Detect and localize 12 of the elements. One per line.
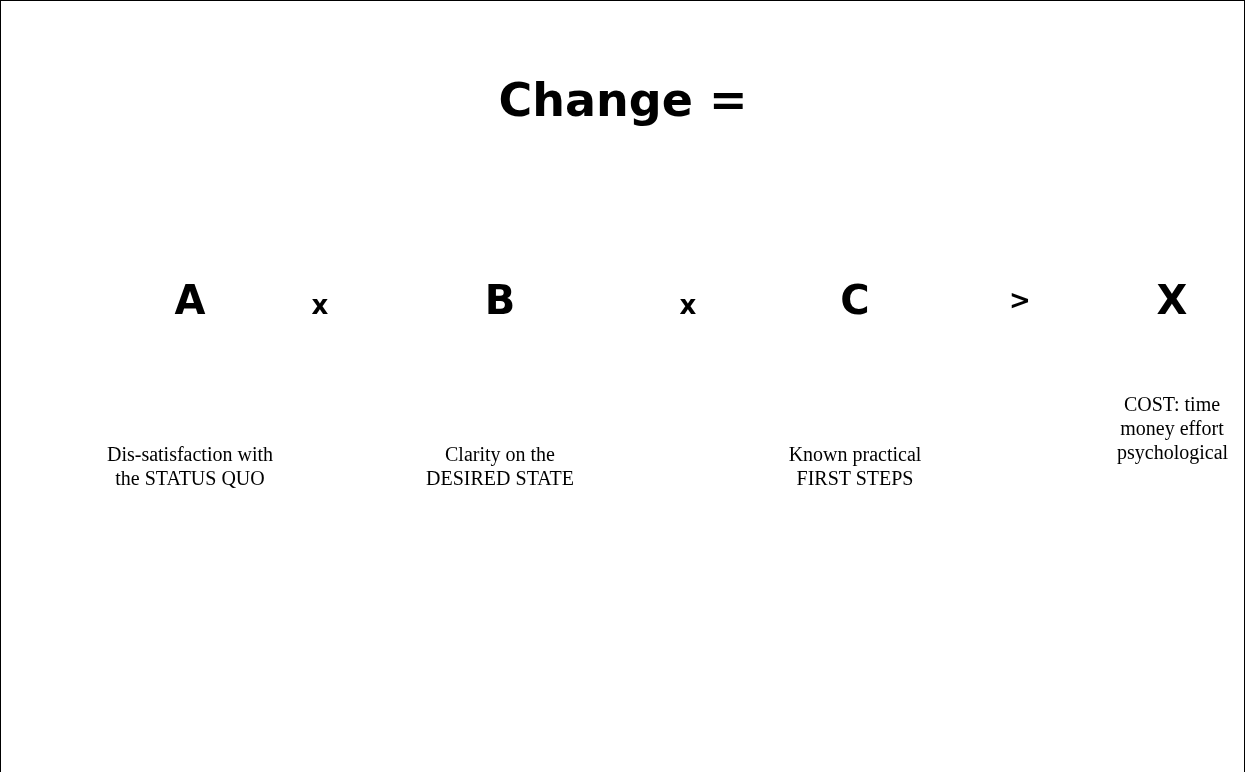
factor-description: Clarity on the DESIRED STATE: [425, 442, 575, 490]
factor-description: COST: time money effort psychological: [1117, 392, 1227, 464]
variable-letter: C: [840, 277, 870, 323]
variable-letter: B: [484, 277, 516, 323]
operator-symbol: >: [1009, 285, 1031, 315]
variable-letter: A: [174, 277, 206, 323]
operator-symbol: x: [311, 290, 329, 320]
factor-description: Dis-satisfaction with the STATUS QUO: [105, 442, 275, 490]
factor-description: Known practical FIRST STEPS: [787, 442, 923, 490]
slide-title: Change =: [498, 73, 748, 127]
operator-symbol: x: [679, 290, 697, 320]
variable-letter: X: [1156, 277, 1188, 323]
